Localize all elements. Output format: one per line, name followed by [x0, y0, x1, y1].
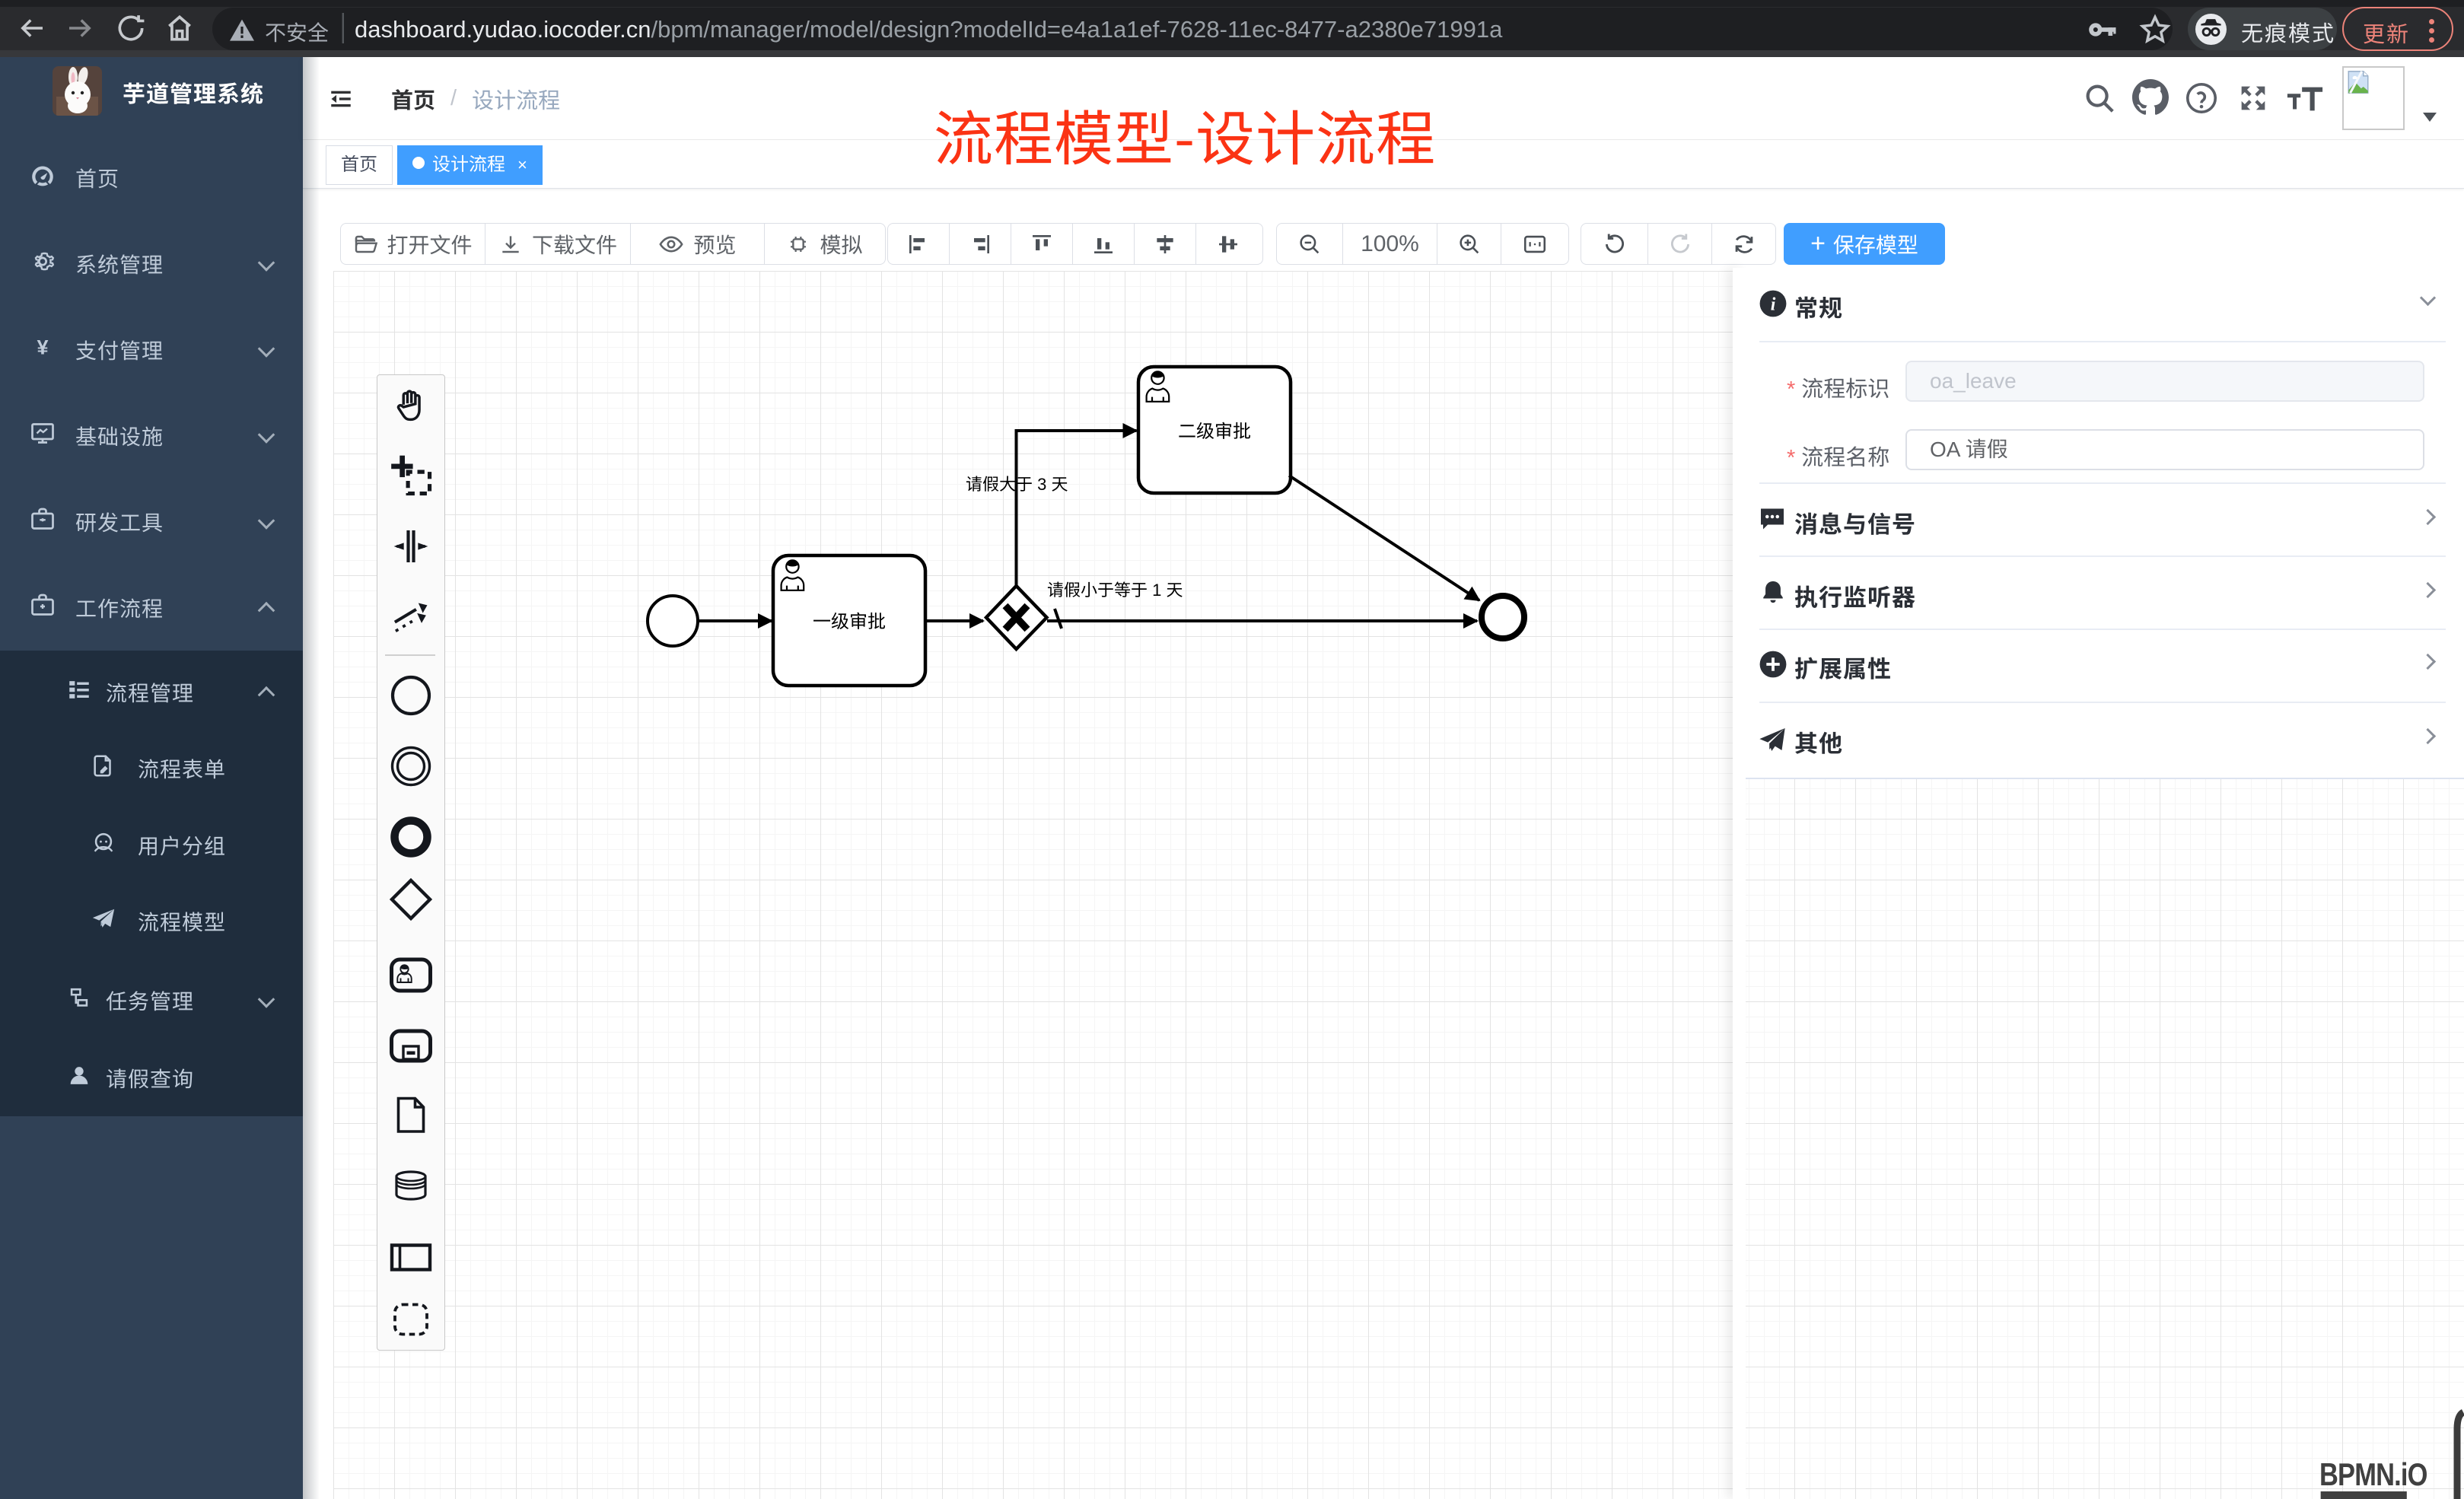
svg-text:请假小于等于 1 天: 请假小于等于 1 天 — [1047, 581, 1183, 600]
svg-text:二级审批: 二级审批 — [1178, 422, 1251, 442]
svg-text:¥: ¥ — [37, 336, 48, 358]
svg-text:i: i — [1771, 295, 1776, 315]
svg-text:一级审批: 一级审批 — [813, 612, 886, 632]
svg-text:请假大于 3 天: 请假大于 3 天 — [966, 475, 1068, 494]
